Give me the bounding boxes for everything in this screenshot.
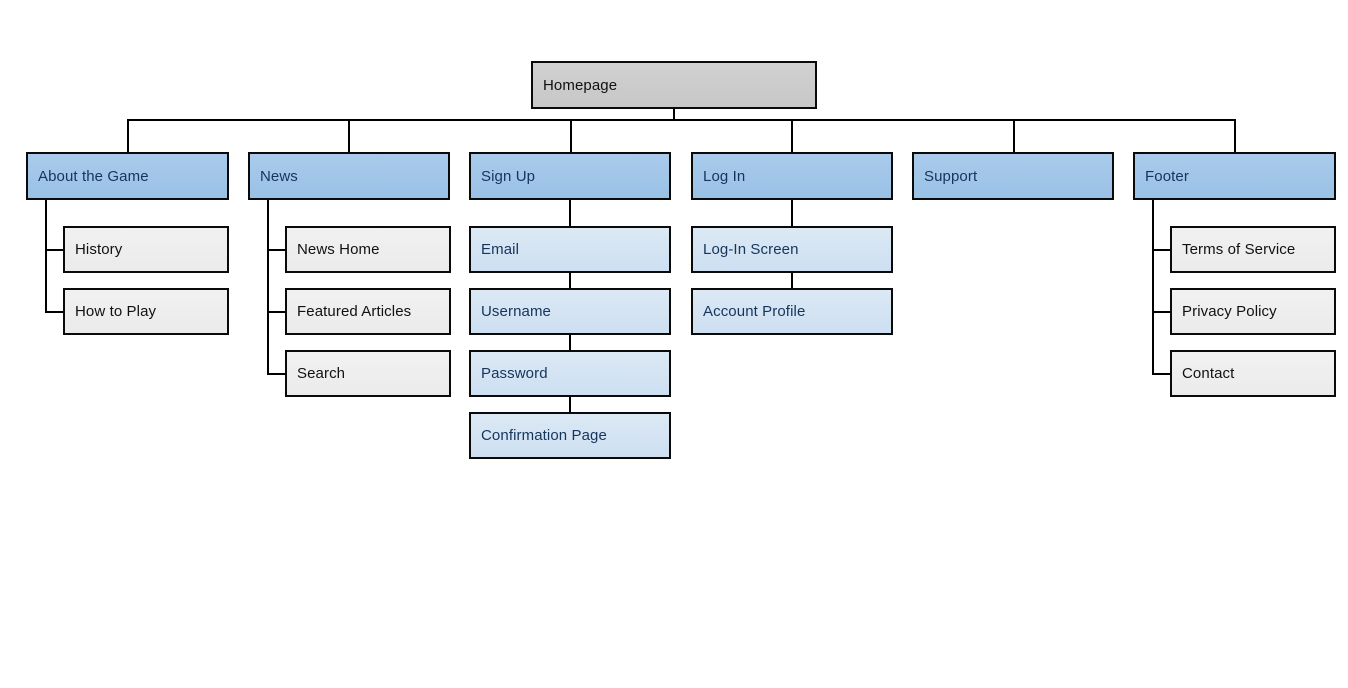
node-label: Contact [1182,365,1235,382]
connector-drop-about [127,119,129,152]
connector-elbow-news [267,200,269,374]
node-about-the-game[interactable]: About the Game [26,152,229,200]
connector-root-stem [673,109,675,120]
connector-stub-privacy [1152,311,1170,313]
connector-drop-footer [1234,119,1236,152]
node-contact[interactable]: Contact [1170,350,1336,397]
node-label: Footer [1145,167,1189,185]
node-footer[interactable]: Footer [1133,152,1336,200]
node-privacy-policy[interactable]: Privacy Policy [1170,288,1336,335]
node-label: Account Profile [703,303,806,320]
node-support[interactable]: Support [912,152,1114,200]
connector-password-confirmation [569,397,571,412]
node-news[interactable]: News [248,152,450,200]
connector-signup-email [569,200,571,226]
node-log-in[interactable]: Log In [691,152,893,200]
node-log-in-screen[interactable]: Log-In Screen [691,226,893,273]
node-label: About the Game [38,167,149,185]
node-label: Privacy Policy [1182,303,1277,320]
connector-stub-terms [1152,249,1170,251]
connector-stub-featured-articles [267,311,285,313]
connector-username-password [569,335,571,350]
node-label: Homepage [543,76,618,94]
connector-login-screen [791,200,793,226]
connector-stub-search [267,373,285,375]
node-news-home[interactable]: News Home [285,226,451,273]
node-label: Confirmation Page [481,427,607,444]
node-terms-of-service[interactable]: Terms of Service [1170,226,1336,273]
node-label: Search [297,365,346,382]
node-label: News [260,167,298,185]
node-label: History [75,241,123,258]
node-history[interactable]: History [63,226,229,273]
node-label: Sign Up [481,167,536,185]
node-featured-articles[interactable]: Featured Articles [285,288,451,335]
node-label: How to Play [75,303,157,320]
connector-email-username [569,273,571,288]
node-sign-up[interactable]: Sign Up [469,152,671,200]
connector-screen-profile [791,273,793,288]
connector-drop-news [348,119,350,152]
node-label: Log In [703,167,746,185]
node-confirmation-page[interactable]: Confirmation Page [469,412,671,459]
connector-stub-history [45,249,63,251]
node-password[interactable]: Password [469,350,671,397]
node-label: Log-In Screen [703,241,799,258]
node-label: Email [481,241,520,258]
node-label: Terms of Service [1182,241,1296,258]
connector-drop-support [1013,119,1015,152]
connector-bus [127,119,1235,121]
node-homepage[interactable]: Homepage [531,61,817,109]
node-search[interactable]: Search [285,350,451,397]
connector-stub-news-home [267,249,285,251]
node-how-to-play[interactable]: How to Play [63,288,229,335]
connector-drop-login [791,119,793,152]
node-username[interactable]: Username [469,288,671,335]
node-label: Username [481,303,551,320]
node-label: Featured Articles [297,303,412,320]
node-email[interactable]: Email [469,226,671,273]
node-label: News Home [297,241,380,258]
connector-elbow-about [45,200,47,312]
connector-stub-how-to-play [45,311,63,313]
connector-elbow-footer [1152,200,1154,374]
connector-drop-signup [570,119,572,152]
connector-stub-contact [1152,373,1170,375]
node-label: Password [481,365,548,382]
node-account-profile[interactable]: Account Profile [691,288,893,335]
node-label: Support [924,167,978,185]
